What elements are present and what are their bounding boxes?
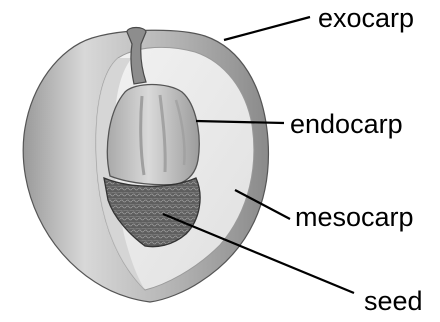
seed-label: seed (364, 286, 423, 316)
exocarp-leader-line (224, 17, 310, 40)
mesocarp-label: mesocarp (295, 202, 414, 232)
endocarp-stone (107, 85, 199, 185)
exocarp-label: exocarp (318, 3, 414, 33)
endocarp-label: endocarp (290, 109, 403, 139)
